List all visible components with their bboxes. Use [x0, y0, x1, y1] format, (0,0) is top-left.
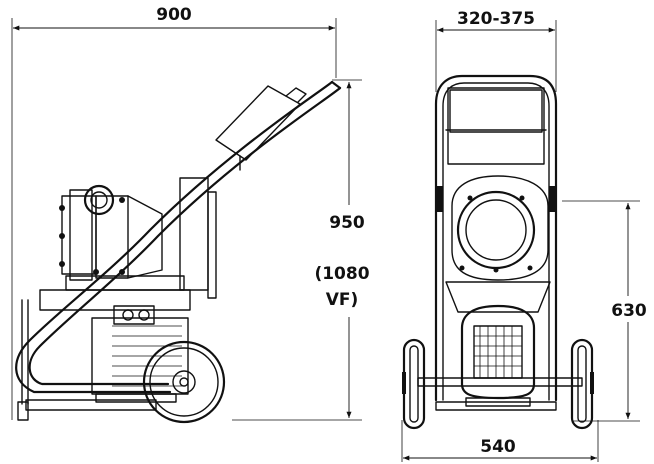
front-control-box	[445, 87, 547, 165]
handle-frame	[434, 74, 558, 402]
dimension-900: 900	[11, 5, 337, 420]
dimension-540: 540	[401, 420, 599, 462]
front-pump	[451, 175, 549, 281]
dimension-label-630: 630	[611, 301, 647, 321]
control-box	[215, 85, 307, 171]
support-plate	[179, 177, 217, 299]
left-bumper	[436, 186, 443, 212]
front-left-wheel	[402, 338, 426, 430]
dimension-label-320-375: 320-375	[457, 9, 535, 29]
dimension-320-375: 320-375	[435, 9, 557, 92]
side-wheel	[142, 340, 226, 424]
side-view	[15, 80, 342, 424]
trolley-frame	[15, 80, 342, 394]
dimension-label-1080: (1080	[314, 264, 369, 284]
dimension-630: 630	[562, 200, 652, 422]
dimension-label-vf: VF)	[326, 290, 359, 310]
base-frame	[17, 275, 191, 421]
pump-head	[59, 184, 163, 281]
dimension-label-900: 900	[156, 5, 192, 25]
front-view	[402, 74, 594, 430]
dimension-label-950: 950	[329, 213, 365, 233]
right-bumper	[549, 186, 556, 212]
front-support-plate	[445, 281, 551, 313]
front-base	[435, 401, 557, 411]
motor	[91, 305, 189, 403]
front-motor	[460, 304, 536, 407]
front-right-wheel	[570, 338, 594, 430]
dimension-label-540: 540	[480, 437, 516, 457]
dimension-950: 950 (1080 VF)	[232, 79, 372, 421]
